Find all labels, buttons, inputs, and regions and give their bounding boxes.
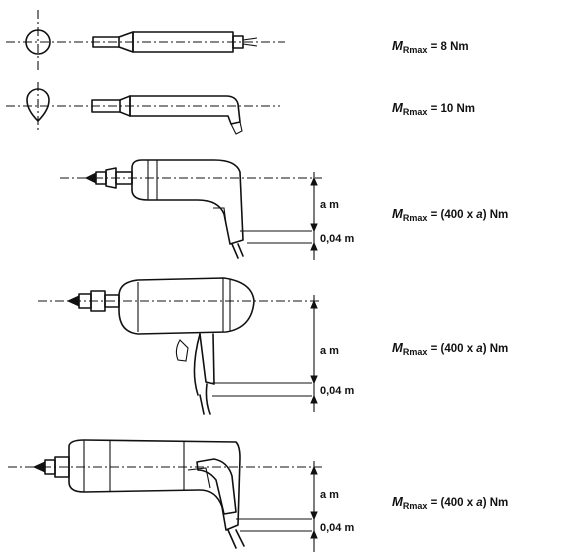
lever-arm-label: a m <box>320 199 339 211</box>
lever-arm-label: a m <box>320 345 339 357</box>
straight-tool-round-section <box>6 10 285 72</box>
offset-label: 0,04 m <box>320 522 354 534</box>
offset-label: 0,04 m <box>320 385 354 397</box>
lever-arm-label: a m <box>320 489 339 501</box>
torque-formula-2: MRmax = 10 Nm <box>392 100 476 117</box>
large-housing-drill: a m 0,04 m <box>38 277 354 415</box>
pistol-drill-small: a m 0,04 m <box>60 159 354 260</box>
offset-label: 0,04 m <box>320 233 354 245</box>
loop-handle-drill: a m 0,04 m <box>8 439 354 552</box>
torque-formula-4: MRmax = (400 x a) Nm <box>392 340 509 357</box>
torque-formula-1: MRmax = 8 Nm <box>392 38 469 55</box>
torque-formula-5: MRmax = (400 x a) Nm <box>392 494 509 511</box>
angle-tool-drop-section <box>6 82 280 135</box>
torque-formula-3: MRmax = (400 x a) Nm <box>392 206 509 223</box>
